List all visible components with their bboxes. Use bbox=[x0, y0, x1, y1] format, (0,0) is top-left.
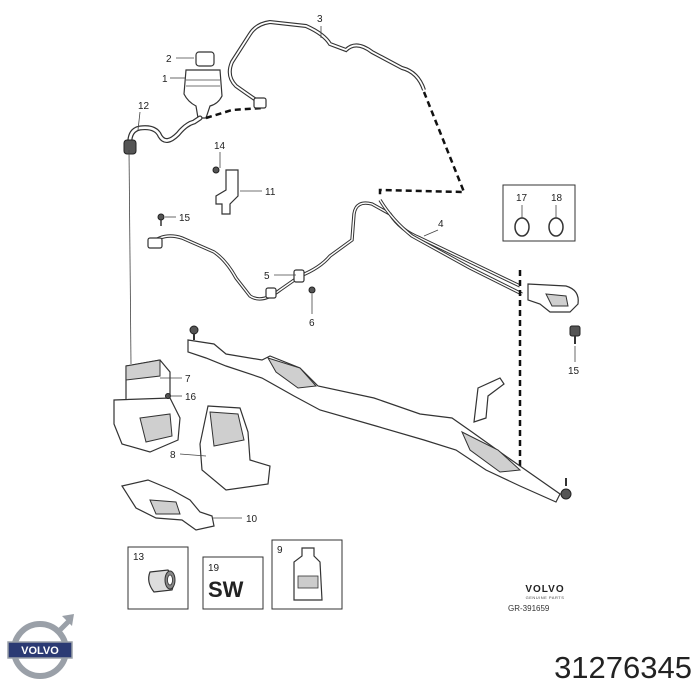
fluid-bottle-box: 9 bbox=[271, 539, 343, 610]
mount-bracket-8 bbox=[199, 405, 271, 491]
clip-6 bbox=[308, 286, 316, 294]
diagram-code: GR-391659 bbox=[508, 604, 550, 613]
callout-11: 11 bbox=[265, 187, 276, 198]
brand-subtitle: GENUINE PARTS bbox=[525, 595, 565, 600]
callout-16: 16 bbox=[185, 392, 197, 403]
callout-2: 2 bbox=[166, 54, 172, 65]
pressure-pipe bbox=[227, 19, 426, 109]
callout-12: 12 bbox=[138, 101, 150, 112]
logo-text: VOLVO bbox=[21, 645, 59, 657]
mount-bracket-10 bbox=[121, 479, 215, 531]
callout-5: 5 bbox=[264, 271, 270, 282]
bracket bbox=[212, 166, 239, 215]
callout-19: 19 bbox=[208, 563, 220, 574]
hose-clamp bbox=[123, 139, 137, 155]
callout-18: 18 bbox=[551, 193, 563, 204]
o-ring-box: 17 18 bbox=[502, 184, 576, 242]
sw-box: 19 SW bbox=[202, 556, 264, 610]
volvo-logo: VOLVO bbox=[7, 614, 74, 679]
callout-15-right: 15 bbox=[568, 366, 580, 377]
callout-13: 13 bbox=[133, 552, 145, 563]
o-ring-18-icon bbox=[548, 217, 564, 237]
brand-name: VOLVO bbox=[525, 584, 565, 595]
reservoir-body bbox=[183, 69, 223, 119]
leader-lines bbox=[128, 26, 576, 519]
dashed-link-pipe bbox=[378, 91, 466, 196]
callout-4: 4 bbox=[438, 219, 444, 230]
steering-rack bbox=[187, 325, 572, 503]
hose-lines bbox=[147, 199, 523, 301]
callout-14: 14 bbox=[214, 141, 226, 152]
callout-6: 6 bbox=[309, 318, 315, 329]
callout-17: 17 bbox=[516, 193, 528, 204]
o-ring-17-icon bbox=[514, 217, 530, 237]
part-number: 31276345 bbox=[554, 650, 692, 685]
bushing-box: 13 bbox=[127, 546, 189, 610]
callout-9: 9 bbox=[277, 545, 283, 556]
callout-15-left: 15 bbox=[179, 213, 191, 224]
valve-block bbox=[527, 283, 581, 344]
reservoir-cap bbox=[195, 51, 215, 67]
callout-8: 8 bbox=[170, 450, 176, 461]
callout-10: 10 bbox=[246, 514, 258, 525]
callout-1: 1 bbox=[162, 74, 168, 85]
bolt-left bbox=[157, 213, 165, 226]
callout-7: 7 bbox=[185, 374, 191, 385]
return-hose bbox=[123, 115, 203, 155]
pump-assembly bbox=[113, 359, 181, 453]
brand-block: VOLVO GENUINE PARTS bbox=[505, 584, 585, 600]
dashed-link-reservoir bbox=[205, 106, 263, 120]
sw-label: SW bbox=[208, 577, 244, 602]
callout-3: 3 bbox=[317, 14, 323, 25]
reservoir-assembly bbox=[183, 51, 223, 119]
